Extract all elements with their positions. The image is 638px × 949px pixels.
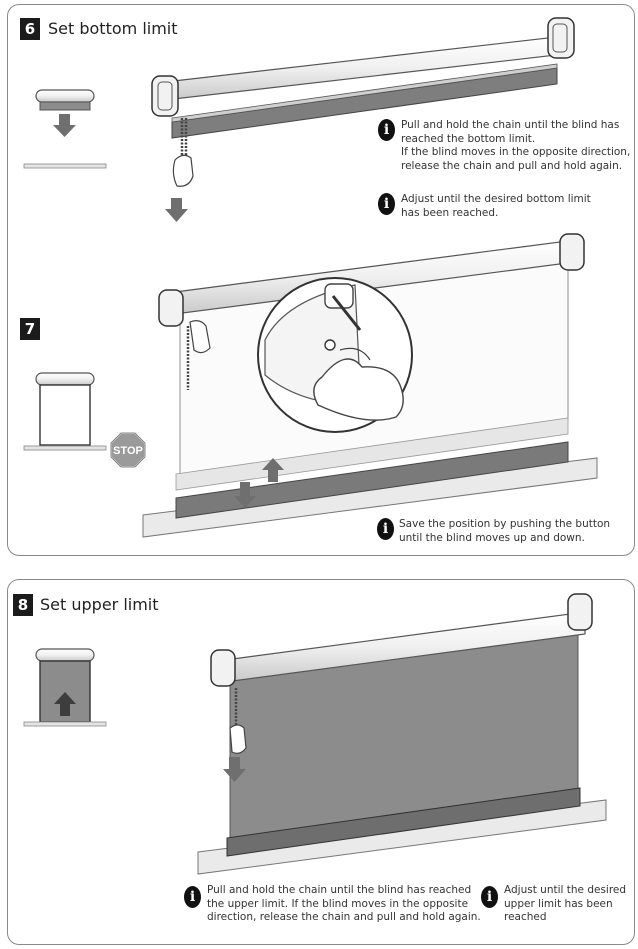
stop-sign-icon: STOP [110, 432, 146, 468]
step-8-title: Set upper limit [40, 595, 159, 614]
button-magnifier-detail [257, 277, 413, 433]
info-icon: i [184, 886, 201, 908]
step-6-floor-line [23, 163, 107, 169]
step-6-note-1: Pull and hold the chain until the blind … [401, 119, 631, 172]
step-6-pull-arrow-icon [165, 198, 188, 222]
stop-sign-label: STOP [113, 445, 143, 457]
step-8-note-1: Pull and hold the chain until the blind … [207, 884, 481, 923]
step-6-note-2: Adjust until the desired bottom limit ha… [401, 193, 591, 219]
step-8-note-2: Adjust until the desired upper limit has… [504, 884, 627, 923]
step-6-number: 6 [20, 18, 40, 40]
step-8-up-arrow-icon [54, 692, 76, 716]
info-icon: i [481, 886, 498, 908]
step-6-title: Set bottom limit [48, 19, 178, 38]
step-8-number: 8 [13, 594, 33, 616]
step-8-pull-arrow-icon [223, 757, 246, 782]
info-icon: i [378, 193, 395, 215]
step-7-number: 7 [20, 318, 40, 340]
step-6-blind-illustration [151, 17, 575, 187]
step-6-roller-icon [35, 89, 95, 111]
info-icon: i [377, 518, 394, 540]
step-7-roller-icon [23, 372, 107, 451]
info-icon: i [378, 119, 395, 141]
step-7-note-1: Save the position by pushing the button … [399, 518, 611, 544]
up-arrow-icon [262, 458, 284, 482]
down-arrow-icon [234, 482, 256, 508]
step-6-down-arrow-icon [53, 114, 76, 137]
step-8-blind-illustration [210, 593, 593, 857]
